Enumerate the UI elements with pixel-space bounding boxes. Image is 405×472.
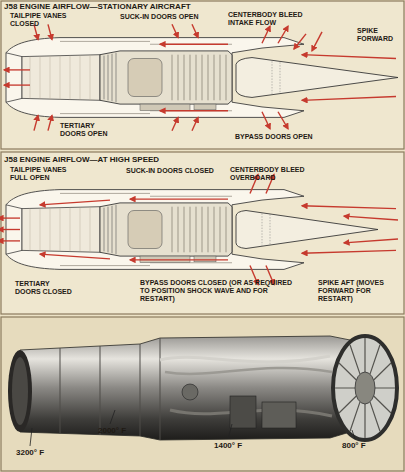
callout-label: BYPASS DOORS OPEN xyxy=(235,133,345,141)
callout-label: TERTIARY DOORS CLOSED xyxy=(15,280,75,296)
airflow-arrow xyxy=(4,84,30,85)
airflow-arrow xyxy=(34,116,38,131)
airflow-arrow xyxy=(302,97,396,101)
airflow-arrow xyxy=(130,259,228,260)
airflow-arrow xyxy=(302,55,396,59)
temperature-label: 1400° F xyxy=(214,441,274,450)
airflow-arrow xyxy=(344,216,398,220)
airflow-arrow xyxy=(48,24,52,39)
casing-ring xyxy=(60,338,160,440)
pipe xyxy=(160,356,330,362)
nozzle-end xyxy=(12,357,28,425)
accessory xyxy=(230,396,256,428)
engine-stationary xyxy=(4,24,398,130)
spike xyxy=(236,58,398,98)
airflow-arrow xyxy=(302,250,396,253)
airflow-arrow xyxy=(160,110,228,111)
bleed-slots xyxy=(262,213,270,245)
callout-label: CENTERBODY BLEED OVERBOARD xyxy=(230,166,312,182)
airflow-arrows xyxy=(4,24,396,130)
airflow-arrow xyxy=(302,206,396,209)
spike xyxy=(236,211,378,249)
compressor-blade xyxy=(335,338,395,438)
callout-label: SUCK-IN DOORS CLOSED xyxy=(126,167,236,175)
temperature-label: 800° F xyxy=(342,441,402,450)
callout-label: TAILPIPE VANES FULL OPEN xyxy=(10,166,82,182)
airflow-arrow xyxy=(0,229,20,230)
accessory xyxy=(262,402,296,428)
temperature-label: 2000° F xyxy=(98,426,158,435)
airflow-arrow xyxy=(160,44,228,45)
airflow-arrow xyxy=(4,69,30,70)
airflow-arrow xyxy=(262,112,270,129)
leader-line xyxy=(30,410,355,446)
panel-frame xyxy=(1,317,404,471)
airflow-arrow xyxy=(40,254,110,259)
callout-label: BYPASS DOORS CLOSED (OR AS REQUIRED TO P… xyxy=(140,279,300,303)
callout-label: SPIKE AFT (MOVES FORWARD FOR RESTART) xyxy=(318,279,390,303)
airflow-arrow xyxy=(40,200,110,205)
airflow-arrow xyxy=(0,240,20,241)
airflow-arrow xyxy=(172,117,178,130)
panel-frame xyxy=(1,152,404,314)
temperature-label: 3200° F xyxy=(16,448,76,457)
accessory xyxy=(182,384,198,400)
callout-label: TERTIARY DOORS OPEN xyxy=(60,122,120,138)
callout-label: SUCK-IN DOORS OPEN xyxy=(120,13,230,21)
engine-casing xyxy=(20,336,350,440)
airflow-arrow xyxy=(262,26,270,43)
airflow-arrow xyxy=(192,117,198,130)
engine-core xyxy=(22,203,232,263)
airflow-arrow xyxy=(312,32,322,51)
panel-heading: J58 ENGINE AIRFLOW—AT HIGH SPEED xyxy=(4,155,324,164)
callout-label: TAILPIPE VANES CLOSED xyxy=(10,12,82,28)
bleed-slots xyxy=(272,61,280,93)
pipe xyxy=(165,368,332,374)
panel-heading: J58 ENGINE AIRFLOW—STATIONARY AIRCRAFT xyxy=(4,2,324,11)
engine-photo xyxy=(8,336,397,446)
airflow-arrow xyxy=(172,24,178,37)
airflow-arrow xyxy=(278,112,288,129)
airflow-arrow xyxy=(278,26,288,43)
airflow-arrow xyxy=(130,198,228,199)
airflow-arrows xyxy=(0,174,398,284)
hub xyxy=(355,372,375,404)
engine-core xyxy=(22,51,232,111)
airflow-arrow xyxy=(294,34,306,49)
engine-high-speed xyxy=(0,174,398,284)
callout-label: CENTERBODY BLEED INTAKE FLOW xyxy=(228,11,310,27)
airflow-arrow xyxy=(0,217,20,218)
nozzle-end xyxy=(8,350,32,432)
airflow-arrow xyxy=(344,239,398,243)
panel-frame xyxy=(1,1,404,149)
compressor-face xyxy=(333,336,397,440)
airflow-arrow xyxy=(192,24,198,37)
airflow-arrow xyxy=(48,116,52,131)
callout-label: SPIKE FORWARD xyxy=(357,27,402,43)
